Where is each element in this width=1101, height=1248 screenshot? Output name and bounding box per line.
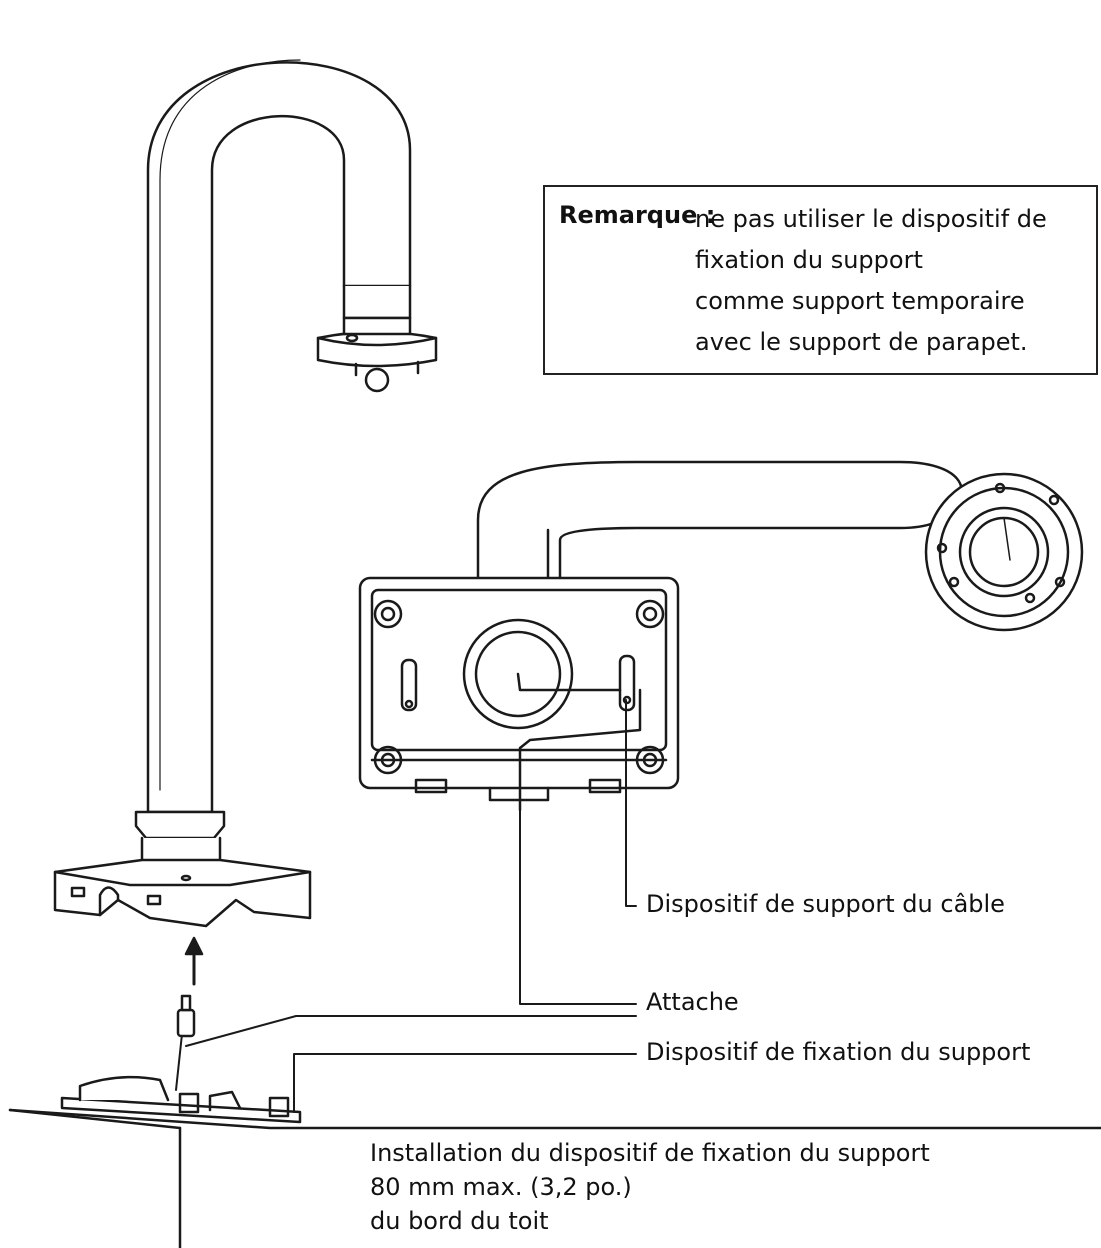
note-line: avec le support de parapet. xyxy=(695,328,1028,356)
note-line: ne pas utiliser le dispositif de xyxy=(695,205,1047,233)
arm-base xyxy=(53,810,312,928)
note-line: fixation du support xyxy=(695,246,923,274)
leader-lines xyxy=(185,699,637,1113)
pendant-head xyxy=(316,284,438,393)
mount-plate-top-view xyxy=(358,460,963,812)
callout-mount-fixing: Dispositif de fixation du support xyxy=(646,1038,1031,1066)
fixing-device xyxy=(60,994,302,1124)
note-line: comme support temporaire xyxy=(695,287,1025,315)
note-text: ne pas utiliser le dispositif de fixatio… xyxy=(695,199,1047,363)
mount-disc xyxy=(924,472,1084,632)
callout-cable-support: Dispositif de support du câble xyxy=(646,890,1005,918)
gooseneck-arm xyxy=(146,59,412,814)
installation-note: Installation du dispositif de fixation d… xyxy=(370,1136,930,1238)
up-arrow-icon xyxy=(184,936,204,986)
roof-edge xyxy=(8,1108,1101,1248)
callout-attache: Attache xyxy=(646,988,739,1016)
installation-line: 80 mm max. (3,2 po.) xyxy=(370,1173,632,1201)
note-box: Remarque : ne pas utiliser le dispositif… xyxy=(543,185,1098,375)
note-label: Remarque : xyxy=(559,201,716,229)
installation-line: Installation du dispositif de fixation d… xyxy=(370,1139,930,1167)
installation-line: du bord du toit xyxy=(370,1207,549,1235)
